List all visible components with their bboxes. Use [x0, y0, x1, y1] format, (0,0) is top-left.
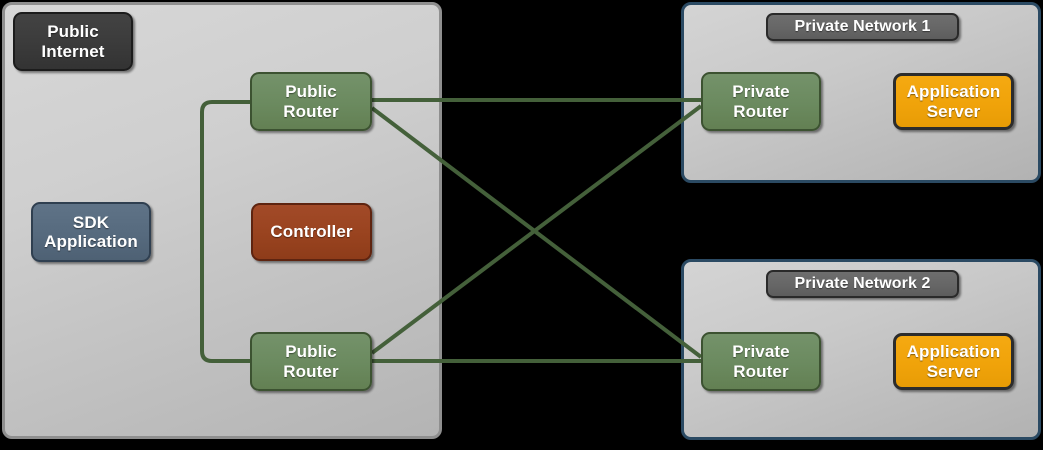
private-network-2-title: Private Network 2	[766, 270, 959, 298]
public-router-2-node[interactable]: Public Router	[250, 332, 372, 391]
public-router-1-node[interactable]: Public Router	[250, 72, 372, 131]
application-server-2-node[interactable]: Application Server	[893, 333, 1014, 390]
private-router-2-node[interactable]: Private Router	[701, 332, 821, 391]
controller-node[interactable]: Controller	[251, 203, 372, 261]
sdk-application-node[interactable]: SDK Application	[31, 202, 151, 262]
public-internet-label: Public Internet	[13, 12, 133, 71]
private-router-1-node[interactable]: Private Router	[701, 72, 821, 131]
application-server-1-node[interactable]: Application Server	[893, 73, 1014, 130]
private-network-1-title: Private Network 1	[766, 13, 959, 41]
